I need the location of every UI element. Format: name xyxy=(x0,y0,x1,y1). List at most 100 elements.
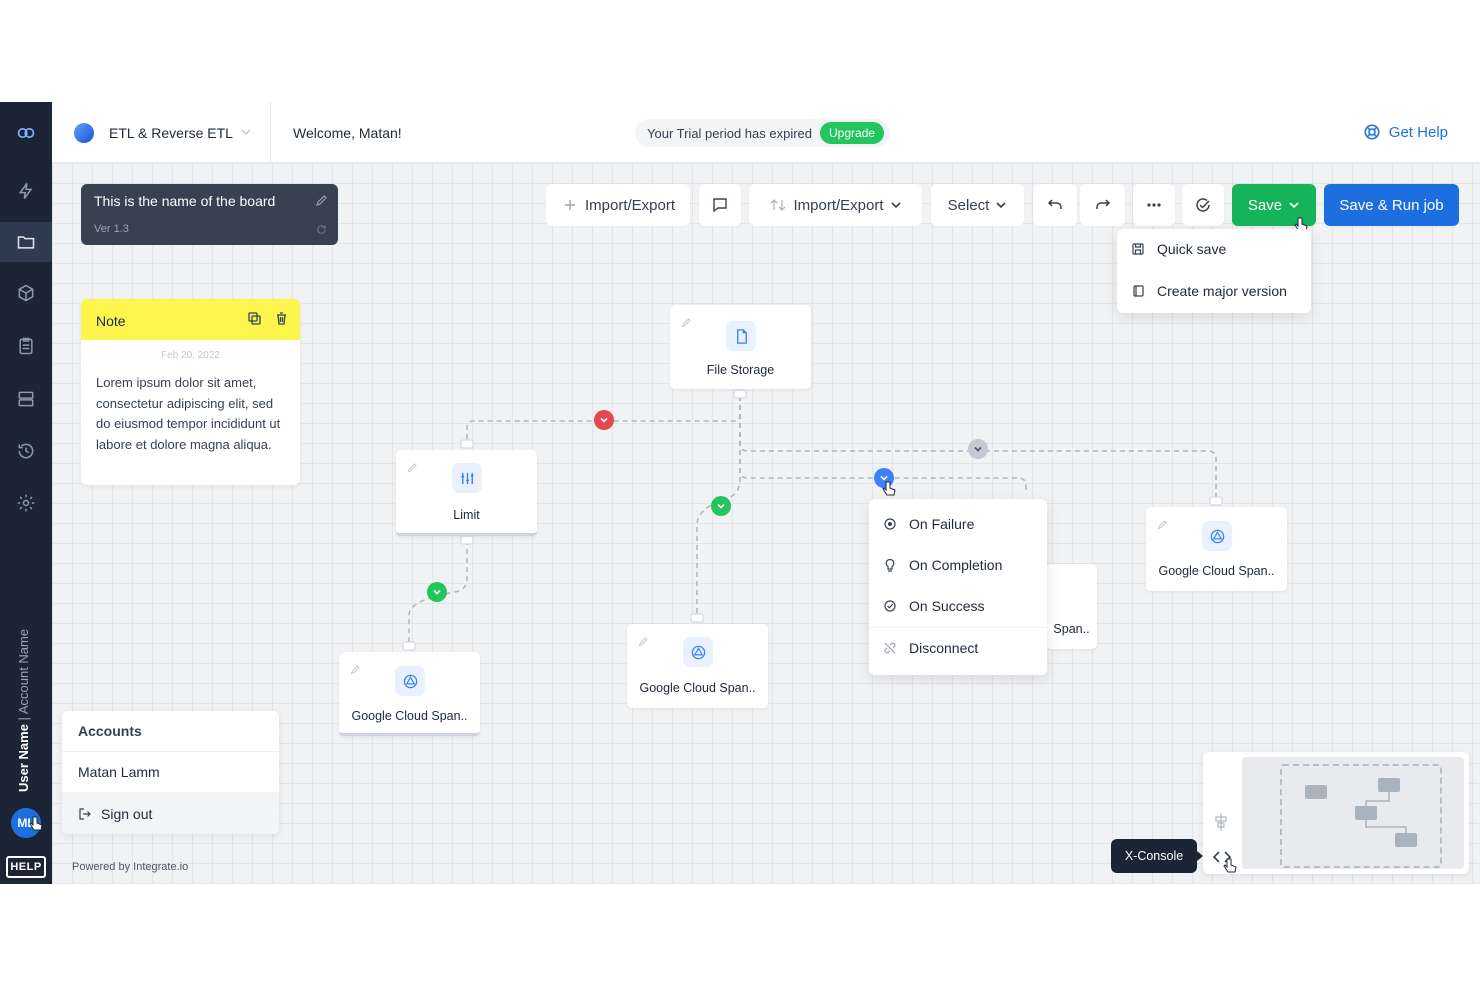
trial-banner: Your Trial period has expired Upgrade xyxy=(635,119,891,147)
more-options-button[interactable] xyxy=(1133,184,1175,226)
board-name[interactable]: This is the name of the board xyxy=(94,193,276,209)
infinity-logo-icon[interactable] xyxy=(0,113,52,153)
chevron-down-icon xyxy=(974,446,982,452)
node-label: File Storage xyxy=(706,363,775,377)
refresh-icon[interactable] xyxy=(315,223,328,236)
on-success-option[interactable]: On Success xyxy=(883,598,984,614)
trash-icon[interactable] xyxy=(274,311,289,326)
completion-connection-dot[interactable] xyxy=(968,439,988,459)
node-label: Google Cloud Span.. xyxy=(1158,564,1275,578)
validate-button[interactable] xyxy=(1182,184,1224,226)
file-storage-node[interactable]: File Storage xyxy=(670,305,811,389)
on-failure-label: On Failure xyxy=(909,516,975,532)
node-label: Span.. xyxy=(1053,622,1090,636)
pencil-icon[interactable] xyxy=(315,194,328,207)
minimap[interactable] xyxy=(1203,752,1469,874)
target-icon xyxy=(884,518,896,530)
pencil-icon[interactable] xyxy=(1157,519,1168,530)
upgrade-button[interactable]: Upgrade xyxy=(820,122,885,144)
google-cloud-spanner-node[interactable]: Google Cloud Span.. xyxy=(1146,507,1287,591)
sign-out-label: Sign out xyxy=(101,805,153,822)
on-success-label: On Success xyxy=(909,598,985,614)
success-connection-dot[interactable] xyxy=(711,496,731,516)
server-icon[interactable] xyxy=(0,379,52,419)
pencil-icon[interactable] xyxy=(350,664,361,675)
select-label: Select xyxy=(947,196,990,214)
floppy-disk-icon xyxy=(1132,243,1144,255)
redo-button[interactable] xyxy=(1080,184,1125,226)
welcome-message: Welcome, Matan! xyxy=(293,125,402,141)
connection-type-menu: On Failure On Completion On Success Disc… xyxy=(869,499,1047,675)
hand-cursor-icon xyxy=(1223,858,1237,873)
divider xyxy=(869,627,1047,628)
limit-node[interactable]: Limit xyxy=(396,450,537,536)
cube-icon[interactable] xyxy=(0,273,52,313)
save-and-run-button[interactable]: Save & Run job xyxy=(1324,184,1459,226)
check-circle-icon xyxy=(884,600,896,612)
comment-button[interactable] xyxy=(699,184,741,226)
disconnect-option[interactable]: Disconnect xyxy=(883,640,978,656)
on-completion-label: On Completion xyxy=(909,557,1003,573)
minimap-node xyxy=(1355,806,1377,820)
check-circle-icon xyxy=(1196,198,1210,212)
node-label: Limit xyxy=(453,508,480,522)
minimap-frame[interactable] xyxy=(1280,764,1442,868)
google-cloud-spanner-node[interactable]: Google Cloud Span.. xyxy=(627,624,768,708)
chevron-down-icon[interactable] xyxy=(240,126,252,138)
bolt-icon[interactable] xyxy=(0,171,52,211)
lifebuoy-icon xyxy=(1364,124,1380,140)
project-selector[interactable]: ETL & Reverse ETL xyxy=(109,125,233,141)
user-name: User Name xyxy=(16,724,31,792)
transfer-icon xyxy=(771,199,786,211)
hand-cursor-icon xyxy=(29,816,43,831)
import-export-dropdown[interactable]: Import/Export xyxy=(749,184,922,226)
undo-button[interactable] xyxy=(1033,184,1077,226)
note-date: Feb 20, 2022 xyxy=(161,350,220,361)
project-logo-icon xyxy=(74,123,94,143)
minimap-viewport[interactable] xyxy=(1242,757,1464,869)
folder-icon[interactable] xyxy=(0,222,52,262)
minimap-node xyxy=(1378,778,1400,792)
failure-connection-dot[interactable] xyxy=(594,410,614,430)
import-export-button[interactable]: Import/Export xyxy=(546,184,690,226)
align-icon[interactable] xyxy=(1213,812,1229,832)
google-cloud-spanner-icon xyxy=(1202,521,1232,551)
plus-icon xyxy=(564,200,575,210)
accounts-header: Accounts xyxy=(62,711,279,752)
sign-out-item[interactable]: Sign out xyxy=(62,793,279,834)
select-dropdown[interactable]: Select xyxy=(931,184,1024,226)
pencil-icon[interactable] xyxy=(638,636,649,647)
chevron-down-icon xyxy=(890,202,901,209)
lightbulb-icon xyxy=(885,558,895,572)
pencil-icon[interactable] xyxy=(407,462,418,473)
history-icon[interactable] xyxy=(0,431,52,471)
success-connection-dot[interactable] xyxy=(427,582,447,602)
chevron-down-icon xyxy=(600,417,608,423)
powered-by: Powered by Integrate.io xyxy=(72,861,189,873)
on-completion-option[interactable]: On Completion xyxy=(883,557,1002,573)
duplicate-icon[interactable] xyxy=(247,311,262,326)
clipboard-icon[interactable] xyxy=(0,326,52,366)
sticky-note[interactable]: Note Feb 20, 2022 Lorem ipsum dolor sit … xyxy=(81,299,300,485)
quick-save-option[interactable]: Quick save xyxy=(1131,241,1226,257)
account-name: Account Name xyxy=(16,628,31,715)
pencil-icon[interactable] xyxy=(681,317,692,328)
help-button[interactable]: HELP xyxy=(6,856,46,878)
account-user-item[interactable]: Matan Lamm xyxy=(62,752,279,793)
gear-icon[interactable] xyxy=(0,483,52,523)
chevron-down-icon xyxy=(880,475,888,481)
board-version: Ver 1.3 xyxy=(94,223,129,235)
top-bar: ETL & Reverse ETL Welcome, Matan! Your T… xyxy=(52,102,1480,163)
google-cloud-spanner-node[interactable]: Span.. xyxy=(1046,564,1097,649)
on-failure-option[interactable]: On Failure xyxy=(883,516,974,532)
save-menu: Quick save Create major version xyxy=(1117,229,1311,313)
note-body[interactable]: Lorem ipsum dolor sit amet, consectetur … xyxy=(96,375,281,452)
x-console-tooltip: X-Console xyxy=(1111,839,1203,873)
hand-cursor-icon xyxy=(882,481,896,496)
import-export-dropdown-label: Import/Export xyxy=(793,196,884,214)
disconnect-label: Disconnect xyxy=(909,640,979,656)
create-major-version-option[interactable]: Create major version xyxy=(1131,283,1287,299)
google-cloud-spanner-node[interactable]: Google Cloud Span.. xyxy=(339,652,480,736)
chevron-down-icon xyxy=(996,202,1006,209)
get-help-link[interactable]: Get Help xyxy=(1363,123,1448,141)
